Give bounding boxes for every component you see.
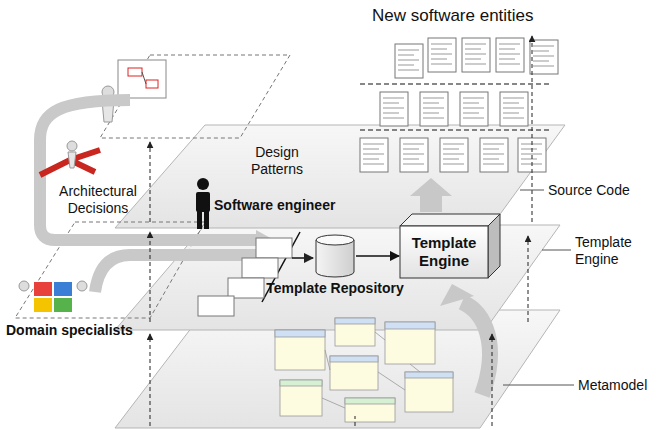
layer-label: Source Code [548,182,630,199]
uml-diagram [275,318,453,422]
input-arrow-head [440,284,474,306]
input-arrow [462,302,490,395]
puzzle-figure [19,281,87,312]
template-docs [198,232,313,316]
role-label: Software engineer [214,197,335,214]
decision-label: Architectural Decisions [50,183,146,217]
leader-line [503,190,574,385]
separator [360,84,550,130]
decision-figure [40,141,100,175]
engine-box: Template Engine [400,226,488,278]
flow-arrow [356,255,399,257]
layer-label: Template Engine [575,234,655,268]
person-icon [196,178,210,229]
code-docs [360,38,558,172]
layer-label: Metamodel [578,377,647,394]
pattern-label: Design Patterns [244,144,310,178]
repository-cylinder: Template Repository [263,234,406,297]
level-arrows [150,36,532,426]
title-label: New software entities [372,6,534,26]
node-text: Template Repository [263,280,406,297]
output-arrow [410,178,452,212]
flow-arrows [40,100,258,292]
cylinder-shape [315,234,355,278]
source-layer [115,125,565,228]
node-text: Template Engine [400,234,488,270]
role-label: Domain specialists [6,322,133,339]
whiteboard-figure [102,60,166,122]
